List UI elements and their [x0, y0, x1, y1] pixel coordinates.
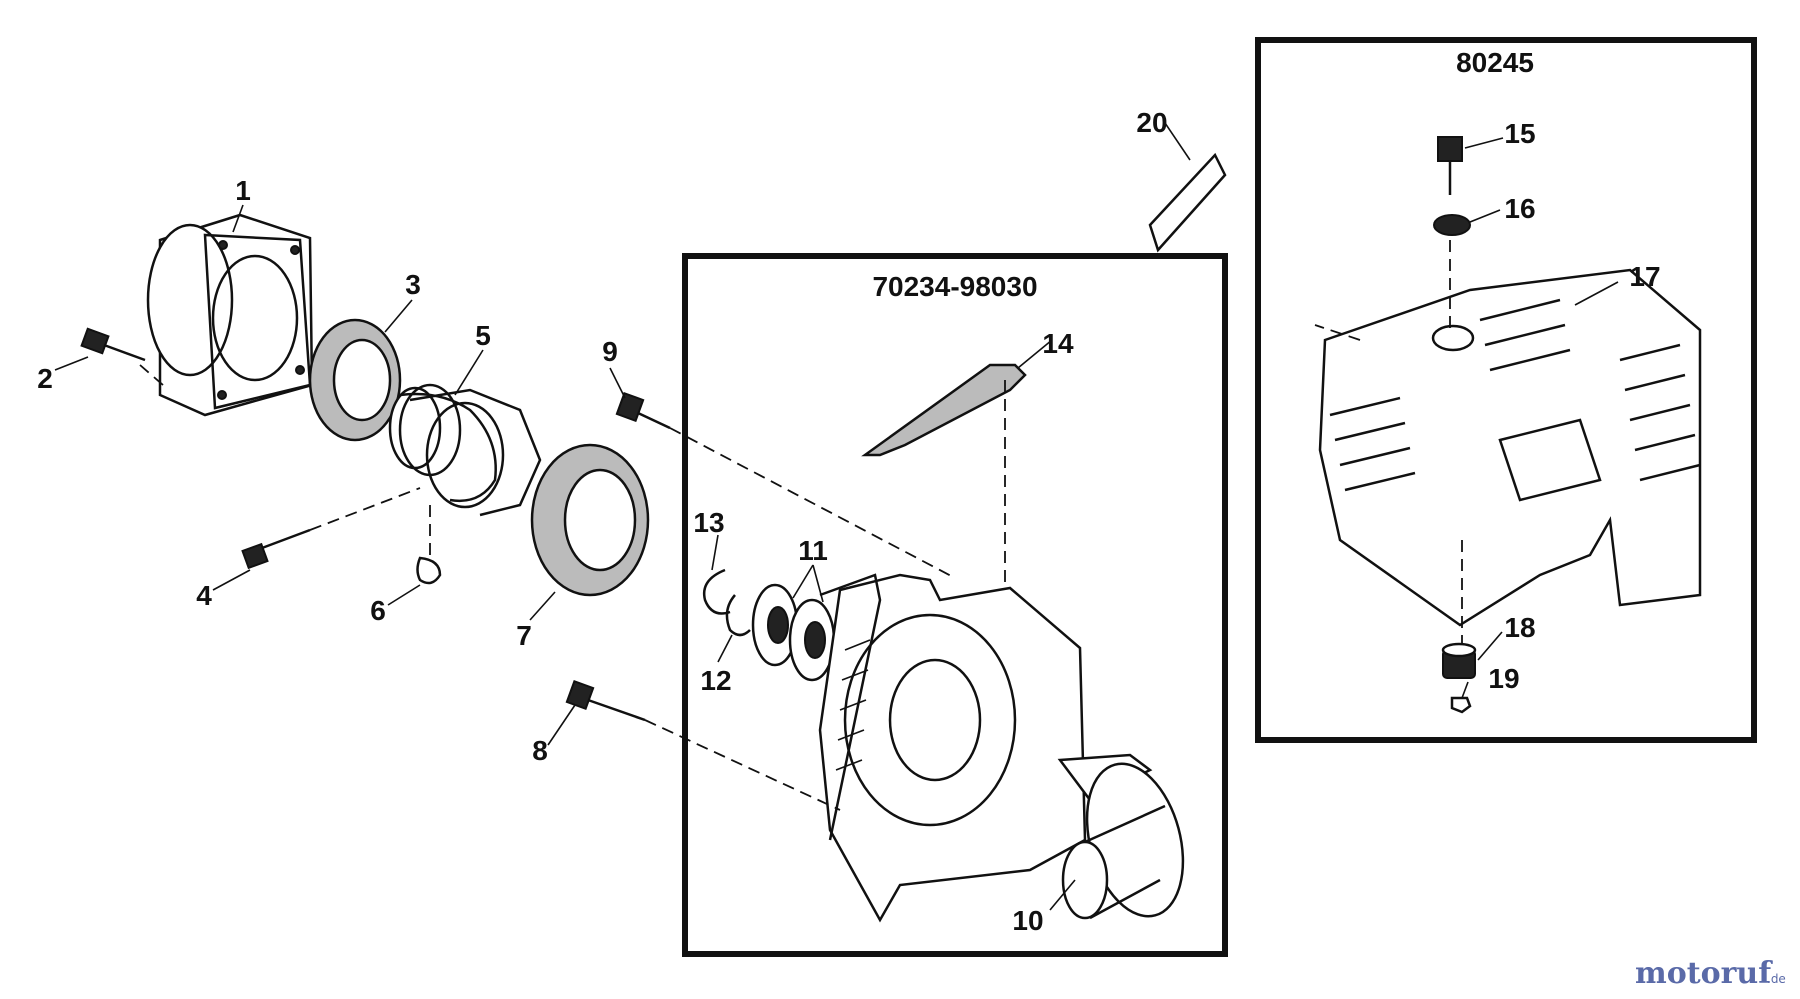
- starter-housing: [818, 573, 1087, 923]
- callout-5: 5: [475, 320, 491, 351]
- leader-lines: [54, 119, 1619, 911]
- part-12-snap-ring: [725, 594, 751, 637]
- callout-18: 18: [1504, 612, 1535, 643]
- callout-17: 17: [1629, 261, 1660, 292]
- callout-19: 19: [1488, 663, 1519, 694]
- part-6-clip: [416, 556, 442, 585]
- part-13-snap-ring: [702, 568, 731, 615]
- watermark-tld: .de: [1767, 972, 1786, 986]
- part-18-grommet: [1441, 642, 1477, 679]
- part-7-ring: [530, 443, 650, 597]
- part-15-screw: [1437, 136, 1463, 195]
- part-3-ring: [308, 318, 402, 442]
- kit-box-70234-98030: [682, 253, 1228, 957]
- callout-8: 8: [532, 735, 548, 766]
- watermark-brand: motoruf: [1635, 956, 1773, 991]
- callout-7: 7: [516, 620, 532, 651]
- callout-16: 16: [1504, 193, 1535, 224]
- callout-12: 12: [700, 665, 731, 696]
- part-20-filter: [1148, 152, 1227, 253]
- part-4-bolt: [241, 528, 311, 570]
- callout-9: 9: [602, 336, 618, 367]
- callout-11: 11: [798, 535, 828, 566]
- part-11-bearings: [751, 583, 836, 682]
- callout-6: 6: [370, 595, 386, 626]
- callout-1: 1: [235, 175, 251, 206]
- callout-10: 10: [1012, 905, 1043, 936]
- callout-4: 4: [196, 580, 212, 611]
- kit-label-80245: 80245: [1456, 47, 1534, 78]
- part-16-washer: [1433, 214, 1471, 236]
- kit-label-70234-98030: 70234-98030: [872, 271, 1037, 302]
- part-14-gasket: [861, 363, 1027, 457]
- part-9-bolt: [615, 391, 671, 430]
- part-8-bolt: [565, 679, 646, 722]
- part-2-bolt: [80, 327, 146, 362]
- callout-20: 20: [1136, 107, 1167, 138]
- part-5-clutch-assembly: [388, 383, 542, 517]
- callout-3: 3: [405, 269, 421, 300]
- part-19-nut: [1450, 696, 1472, 714]
- part-17-cover: [1318, 268, 1702, 627]
- callout-2: 2: [37, 363, 53, 394]
- assembly-lines: [139, 240, 1463, 811]
- callout-14: 14: [1042, 328, 1074, 359]
- part-1-clutch-housing: [146, 213, 314, 417]
- kit-box-80245: [1255, 37, 1757, 743]
- callout-13: 13: [693, 507, 724, 538]
- watermark: motoruf .de: [1635, 956, 1786, 991]
- part-10-clutch-drum: [1057, 753, 1185, 920]
- callout-15: 15: [1504, 118, 1535, 149]
